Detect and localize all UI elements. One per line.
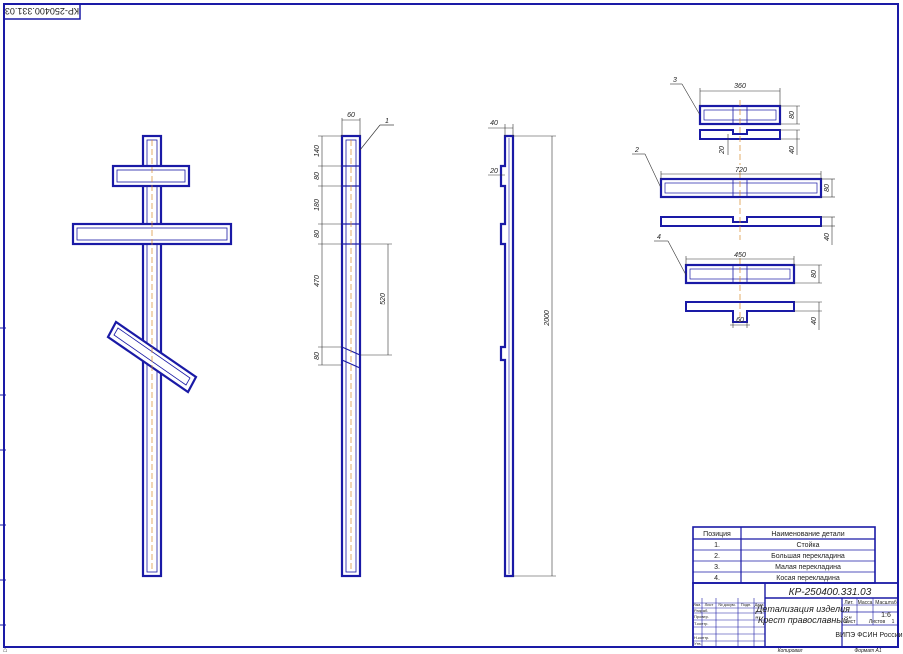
parts-table: Позиция Наименование детали 1. Стойка 2.… xyxy=(692,526,876,584)
corner-mark-icon: ⌂ xyxy=(3,647,7,654)
leader-part-3: 3 xyxy=(673,77,677,84)
role-doc: № докум. xyxy=(718,602,736,607)
sheets-value: 1 xyxy=(892,619,895,625)
header-scale: Масштаб xyxy=(875,600,897,606)
dim-bar3-notch: 20 xyxy=(719,146,726,155)
leader-part-2: 2 xyxy=(634,147,639,154)
dim-slant-span: 520 xyxy=(380,293,387,305)
table-row-2-pos: 2. xyxy=(714,553,720,560)
role-checker: Провер. xyxy=(694,614,709,619)
scale-value: 1:6 xyxy=(881,612,891,619)
drawing-title-line2: "Крест православный" xyxy=(755,615,852,625)
leader-part-4: 4 xyxy=(657,234,661,241)
header-lit: Лит. xyxy=(844,600,853,606)
dim-bar3-thickness: 40 xyxy=(789,146,796,154)
sheets-label: Листов xyxy=(869,619,886,625)
part-2-big-bar: 720 80 40 2 xyxy=(632,147,835,245)
dim-bar4-notch: 60 xyxy=(736,317,744,324)
part-4-slant-bar: 450 80 40 60 4 xyxy=(654,234,822,330)
left-margin-ticks xyxy=(0,327,6,626)
role-date: Дата xyxy=(755,602,765,607)
post-front-view: 60 140 80 180 80 470 80 520 1 xyxy=(314,112,394,578)
table-row-3-name: Малая перекладина xyxy=(775,564,841,571)
sheet-label: Лист xyxy=(845,619,857,625)
dim-seg-top: 140 xyxy=(314,145,321,157)
dim-side-notch: 20 xyxy=(489,168,498,175)
organization: ВИПЭ ФСИН России xyxy=(835,632,902,639)
sheet-frame xyxy=(3,3,899,648)
dim-bar2-length: 720 xyxy=(735,167,747,174)
cross-assembly-view xyxy=(71,134,233,578)
cross-small-bar xyxy=(111,164,191,188)
dim-post-width: 60 xyxy=(347,112,355,119)
table-row-4-pos: 4. xyxy=(714,575,720,582)
dim-bar4-length: 450 xyxy=(734,252,746,259)
dim-seg-middle: 470 xyxy=(314,275,321,287)
part-3-small-bar: 360 80 20 40 3 xyxy=(670,77,800,165)
dim-side-top: 40 xyxy=(490,120,498,127)
drawing-code: КР-250400.331.03 xyxy=(789,587,872,598)
table-header-position: Позиция xyxy=(703,531,731,538)
dim-bar3-height: 80 xyxy=(789,111,796,119)
dim-bar2-thickness: 40 xyxy=(824,233,831,241)
role-developer: Разраб. xyxy=(694,608,708,613)
dim-bar4-height: 80 xyxy=(811,270,818,278)
copied-label: Копировал xyxy=(778,648,803,654)
dim-seg-between: 180 xyxy=(314,199,321,211)
leader-part-1: 1 xyxy=(385,118,389,125)
header-mass: Масса xyxy=(858,600,873,606)
table-row-4-name: Косая перекладина xyxy=(776,575,840,582)
dim-bar4-thickness: 40 xyxy=(811,317,818,325)
table-row-1-pos: 1. xyxy=(714,542,720,549)
dim-seg-big-bar: 80 xyxy=(314,230,321,238)
role-izm: Изм. xyxy=(693,602,702,607)
table-row-1-name: Стойка xyxy=(796,541,819,549)
table-row-3-pos: 3. xyxy=(714,564,720,571)
role-ncontrol: Н.контр. xyxy=(694,635,709,640)
role-approved: Утв. xyxy=(694,641,702,646)
dim-bar3-length: 360 xyxy=(734,83,746,90)
dim-bar2-height: 80 xyxy=(824,184,831,192)
post-side-view: 40 20 2000 xyxy=(488,120,556,578)
dim-seg-slant: 80 xyxy=(314,352,321,360)
role-sign: Подп. xyxy=(741,602,752,607)
role-tcontrol: Т.контр. xyxy=(694,621,709,626)
mirrored-code-text: КР-250400.331.03 xyxy=(5,6,79,16)
title-block: КР-250400.331.03 Детализация изделия "Кр… xyxy=(692,582,903,648)
dim-total-height: 2000 xyxy=(544,310,551,327)
dim-seg-small-bar: 80 xyxy=(314,172,321,180)
table-row-2-name: Большая перекладина xyxy=(771,553,845,560)
table-header-name: Наименование детали xyxy=(771,531,844,538)
mirrored-code-box: КР-250400.331.03 xyxy=(3,3,81,20)
drawing-title-line1: Детализация изделия xyxy=(755,604,850,614)
role-list: Лист xyxy=(705,602,714,607)
format-label: Формат А1 xyxy=(854,648,882,654)
